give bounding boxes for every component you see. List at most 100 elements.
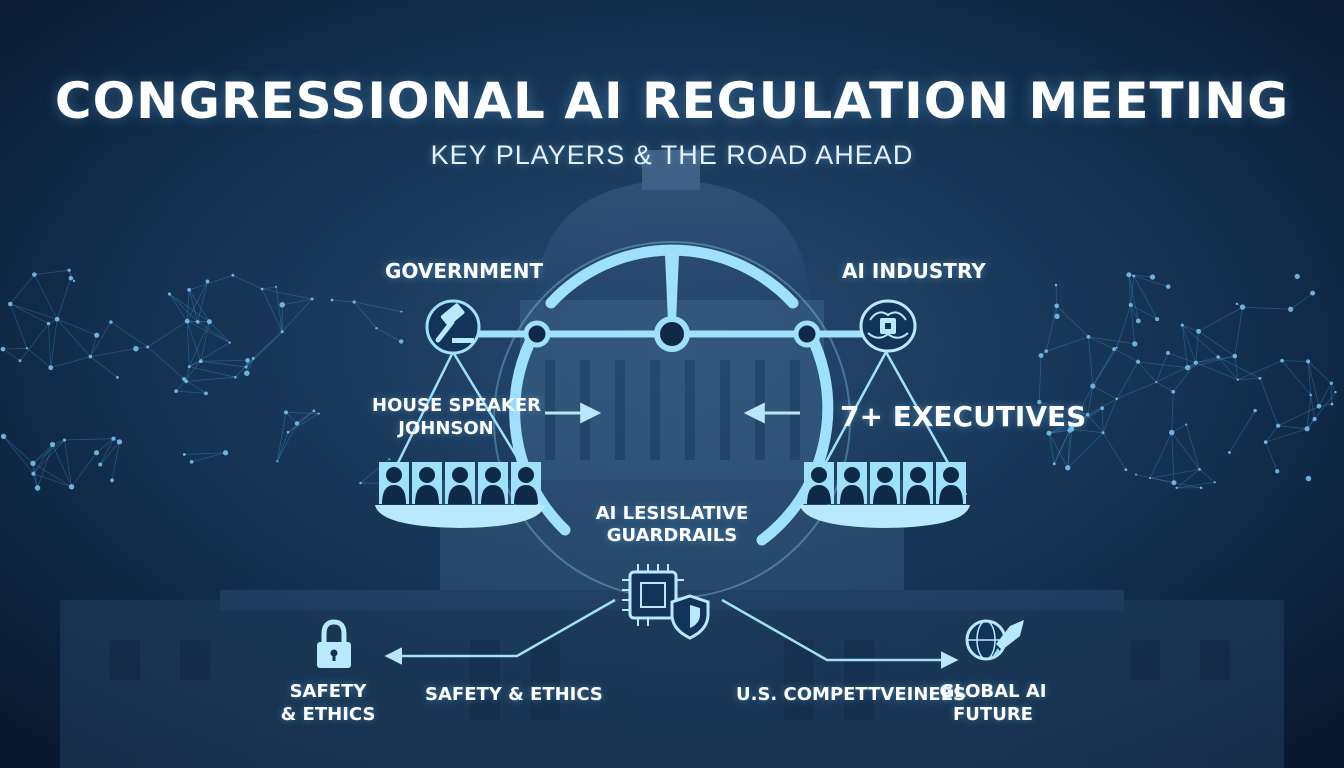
network-node (398, 339, 404, 344)
network-link (1171, 391, 1174, 433)
network-link (235, 358, 254, 378)
network-node (1090, 383, 1096, 389)
network-link (1195, 362, 1239, 381)
network-link (32, 444, 53, 464)
network-node (1196, 328, 1202, 334)
network-link (200, 360, 247, 368)
network-link (186, 321, 202, 362)
network-node (1135, 473, 1138, 476)
network-link (209, 321, 231, 343)
network-link (1171, 432, 1175, 483)
network-link (1102, 432, 1127, 470)
network-link (71, 452, 97, 488)
network-link (110, 321, 148, 348)
network-node (18, 359, 22, 363)
network-link (1265, 441, 1278, 472)
network-link (1310, 394, 1316, 420)
network-link (1056, 305, 1089, 338)
network-link (1048, 414, 1088, 434)
network-node (352, 300, 356, 304)
network-node (1044, 349, 1049, 353)
network-node (1175, 486, 1178, 490)
network-node (68, 276, 74, 281)
network-node (280, 330, 284, 334)
outcome-global-line1: GLOBAL AI (939, 681, 1047, 702)
network-node (294, 421, 300, 426)
network-node (1126, 272, 1132, 278)
network-node (1330, 402, 1334, 406)
network-link (1055, 285, 1058, 317)
person-icon (478, 462, 508, 504)
network-link (1128, 274, 1132, 306)
network-link (1087, 386, 1094, 415)
network-link (232, 274, 263, 290)
network-link (1149, 468, 1200, 479)
network-link (1167, 352, 1196, 364)
competitiveness-label: U.S. COMPETTVEINEES (736, 684, 966, 705)
network-link (3, 436, 34, 464)
network-node (260, 287, 264, 291)
network-link (34, 269, 70, 276)
network-node (94, 332, 100, 338)
network-link (1048, 425, 1072, 434)
network-node (116, 439, 123, 445)
network-node (317, 412, 320, 415)
network-link (376, 327, 402, 342)
house-speaker-label-line2: JOHNSON (398, 418, 494, 439)
network-node (116, 376, 119, 379)
brain-chip-icon (859, 299, 917, 353)
network-link (1087, 414, 1104, 434)
beam-right-joint (793, 320, 821, 348)
network-link (296, 410, 315, 424)
network-node (228, 341, 231, 344)
network-node (1037, 399, 1042, 405)
network-node (1184, 364, 1191, 371)
network-node (1275, 423, 1281, 428)
network-link (1307, 361, 1312, 396)
network-link (285, 412, 298, 424)
network-node (1305, 475, 1312, 482)
network-link (48, 323, 52, 368)
network-link (186, 281, 208, 322)
person-icon (903, 462, 933, 504)
network-node (184, 318, 190, 324)
network-link (262, 286, 277, 290)
network-link (147, 346, 185, 380)
network-node (31, 471, 36, 476)
network-link (1067, 429, 1073, 468)
government-label: GOVERNMENT (385, 259, 544, 283)
network-node (243, 370, 250, 376)
network-link (1156, 381, 1174, 393)
person-icon (870, 462, 900, 504)
network-node (330, 298, 334, 302)
network-link (90, 348, 136, 357)
network-node (167, 292, 172, 296)
network-link (2, 348, 21, 362)
network-link (1217, 356, 1239, 381)
outcome-global-line2: FUTURE (953, 704, 1033, 725)
network-node (205, 279, 210, 284)
network-link (32, 439, 65, 464)
network-node (1128, 303, 1133, 308)
network-link (147, 320, 188, 348)
network-node (1085, 412, 1090, 417)
network-link (287, 413, 319, 433)
network-link (169, 293, 198, 323)
network-link (37, 444, 53, 489)
network-link (1038, 355, 1042, 403)
network-link (32, 463, 72, 488)
network-node (1312, 417, 1317, 422)
network-node (1132, 341, 1138, 347)
network-link (1172, 362, 1197, 392)
person-icon (445, 462, 475, 504)
network-link (188, 289, 199, 323)
network-link (1071, 385, 1094, 427)
network-node (206, 319, 212, 325)
network-node (187, 287, 192, 292)
network-link (50, 356, 91, 369)
network-node (30, 460, 36, 467)
network-link (276, 412, 287, 462)
network-link (331, 299, 355, 303)
network-node (0, 346, 6, 352)
